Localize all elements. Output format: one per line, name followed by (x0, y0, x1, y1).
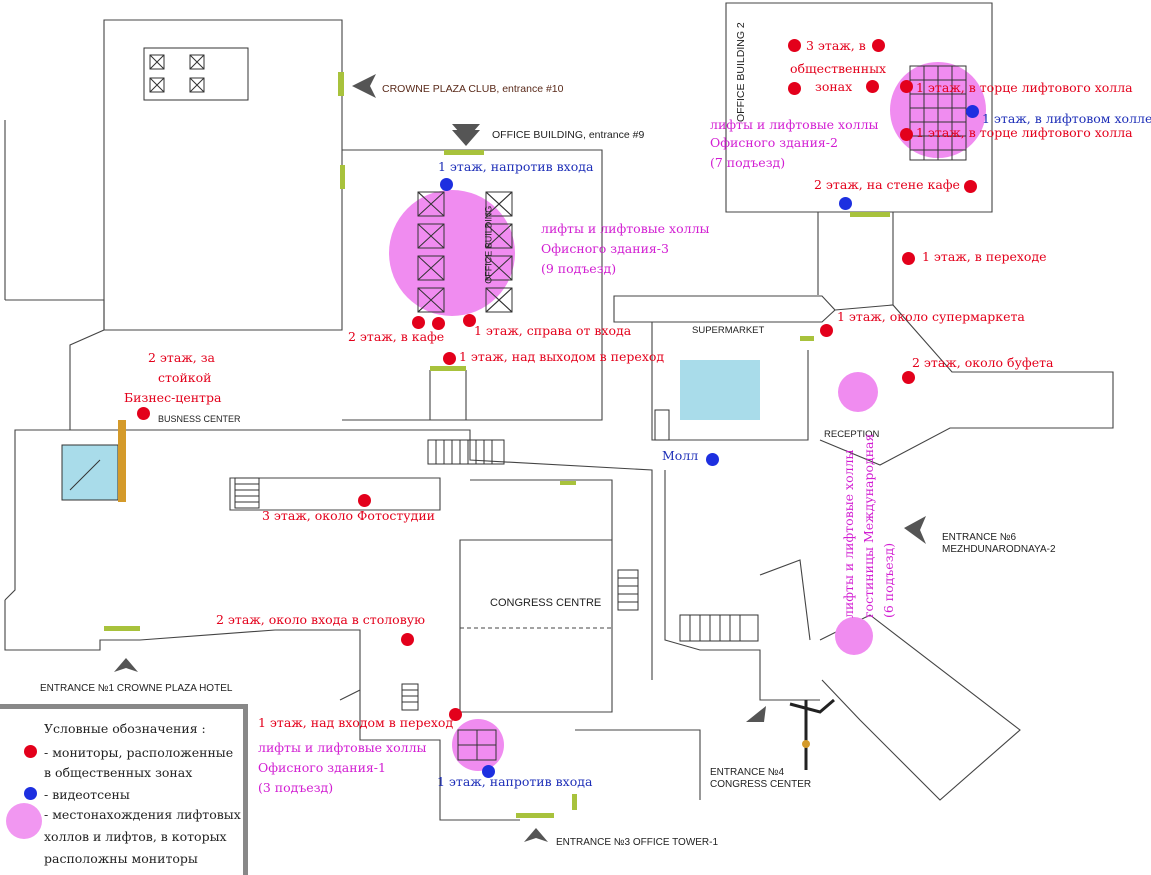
note-ob2-floor3-b: общественных (790, 61, 887, 76)
note-ob2-lifthall: 1 этаж, в лифтовом холле (982, 111, 1151, 126)
lift-hall-ob3 (389, 190, 515, 316)
monitor-dot (788, 82, 801, 95)
monitor-dot (900, 80, 913, 93)
legend-lift-halo (6, 803, 42, 839)
monitor-dot (137, 407, 150, 420)
video-screen-dot (440, 178, 453, 191)
monitor-dot (449, 708, 462, 721)
note-ob2-floor3: 3 этаж, в (806, 38, 866, 53)
note-ob3-right: 1 этаж, справа от входа (474, 323, 632, 338)
label-entrance-3: ENTRANCE №3 OFFICE TOWER-1 (556, 837, 719, 848)
entrance-arrow-icon (114, 74, 926, 842)
office-building-2 (725, 2, 993, 213)
note-ob3-cafe: 2 этаж, в кафе (348, 329, 445, 344)
label-office-building-inner: OFFICE BUILDING (483, 205, 494, 284)
monitor-dot (902, 252, 915, 265)
label-entrance-6-sub: MEZHDUNARODNAYA-2 (942, 544, 1056, 555)
monitor-dot (964, 180, 977, 193)
monitor-dot (401, 633, 414, 646)
supermarket-block (613, 295, 836, 323)
label-crowne-club: CROWNE PLAZA CLUB, entrance #10 (382, 83, 564, 95)
video-screen-dot (706, 453, 719, 466)
video-screen-dot (839, 197, 852, 210)
note-ob2-lifts: лифты и лифтовые холлы (710, 117, 879, 132)
label-entrance-6: ENTRANCE №6 (942, 532, 1017, 543)
note-bc: 2 этаж, за (148, 350, 216, 365)
legend-lifts-b: холлов и лифтов, в которых (44, 829, 227, 844)
note-ob2-lifts-c: (7 подъезд) (710, 155, 786, 170)
label-entrance-4: ENTRANCE №4 (710, 767, 785, 778)
note-ob2-floor3-c: зонах (815, 79, 853, 94)
monitor-dot (412, 316, 425, 329)
label-office-building-9: OFFICE BUILDING, entrance #9 (492, 129, 645, 141)
monitor-dot (358, 494, 371, 507)
monitor-dot (902, 371, 915, 384)
monitor-dot (432, 317, 445, 330)
note-canteen: 2 этаж, около входа в столовую (216, 612, 425, 627)
video-screen-dot (966, 105, 979, 118)
legend-monitors: - мониторы, расположенные (44, 745, 234, 760)
note-ob2-end1: 1 этаж, в торце лифтового холла (916, 80, 1133, 95)
monitor-dot (788, 39, 801, 52)
label-entrance-4-sub: CONGRESS CENTER (710, 779, 812, 790)
note-intl: лифты и лифтовые холлы (841, 449, 856, 618)
crowne-club-building (103, 19, 343, 331)
note-ob2-lifts-b: Офисного здания-2 (710, 135, 838, 150)
monitor-dot (900, 128, 913, 141)
note-ob1-above: 1 этаж, над входом в переход (258, 715, 454, 730)
note-ob1-lifts: лифты и лифтовые холлы (258, 740, 427, 755)
lift-hall-intl (835, 617, 873, 655)
label-entrance-1: ENTRANCE №1 CROWNE PLAZA HOTEL (40, 683, 233, 694)
pool-icon (61, 420, 126, 502)
note-ob3-lifts-b: Офисного здания-3 (541, 241, 669, 256)
map-legend: Условные обозначения : - мониторы, распо… (0, 704, 248, 875)
legend-title: Условные обозначения : (44, 721, 206, 736)
legend-monitors-b: в общественных зонах (44, 765, 193, 780)
note-ob3-lifts: лифты и лифтовые холлы (541, 221, 710, 236)
note-ob2-end2: 1 этаж, в торце лифтового холла (916, 125, 1133, 140)
label-business-center: BUSNESS CENTER (158, 414, 241, 424)
legend-monitor-dot (24, 745, 37, 758)
note-ob1-opposite: 1 этаж, напротив входа (437, 774, 593, 789)
note-ob3-exit: 1 этаж, над выходом в переход (459, 349, 665, 364)
monitor-dot (820, 324, 833, 337)
note-intl-c: (6 подъезд) (881, 542, 896, 618)
note-bc-c: Бизнес-центра (124, 390, 222, 405)
sculpture-icon (789, 698, 835, 770)
note-ob3-lifts-c: (9 подъезд) (541, 261, 617, 276)
legend-lifts-c: расположны мониторы (44, 851, 198, 866)
legend-lifts: - местонахождения лифтовых (44, 807, 241, 822)
label-congress-centre: CONGRESS CENTRE (490, 597, 602, 609)
note-mall: Молл (662, 448, 699, 463)
label-supermarket: SUPERMARKET (692, 325, 765, 336)
monitor-dot (463, 314, 476, 327)
note-ob3-opposite: 1 этаж, напротив входа (438, 159, 594, 174)
monitor-dot (872, 39, 885, 52)
legend-video: - видеотсены (44, 787, 130, 802)
video-screen-dot (482, 765, 495, 778)
note-ob2-cafe: 2 этаж, на стене кафе (814, 177, 960, 192)
congress-centre (459, 539, 613, 713)
note-intl-b: гостиницы Международная (861, 433, 876, 618)
note-passage: 1 этаж, в переходе (922, 249, 1047, 264)
stairs-icon (234, 409, 759, 711)
monitor-dot (866, 80, 879, 93)
note-buffet: 2 этаж, около буфета (912, 355, 1054, 370)
note-photo: 3 этаж, около Фотостудии (262, 508, 436, 523)
label-office-building-2: OFFICE BUILDING 2 (735, 22, 747, 122)
note-ob1-lifts-b: Офисного здания-1 (258, 760, 386, 775)
legend-video-dot (24, 787, 37, 800)
lift-hall-reception (838, 372, 878, 412)
note-ob1-lifts-c: (3 подъезд) (258, 780, 334, 795)
label-reception: RECEPTION (824, 429, 880, 440)
note-bc-b: стойкой (158, 370, 212, 385)
note-supermarket: 1 этаж, около супермаркета (837, 309, 1025, 324)
monitor-dot (443, 352, 456, 365)
